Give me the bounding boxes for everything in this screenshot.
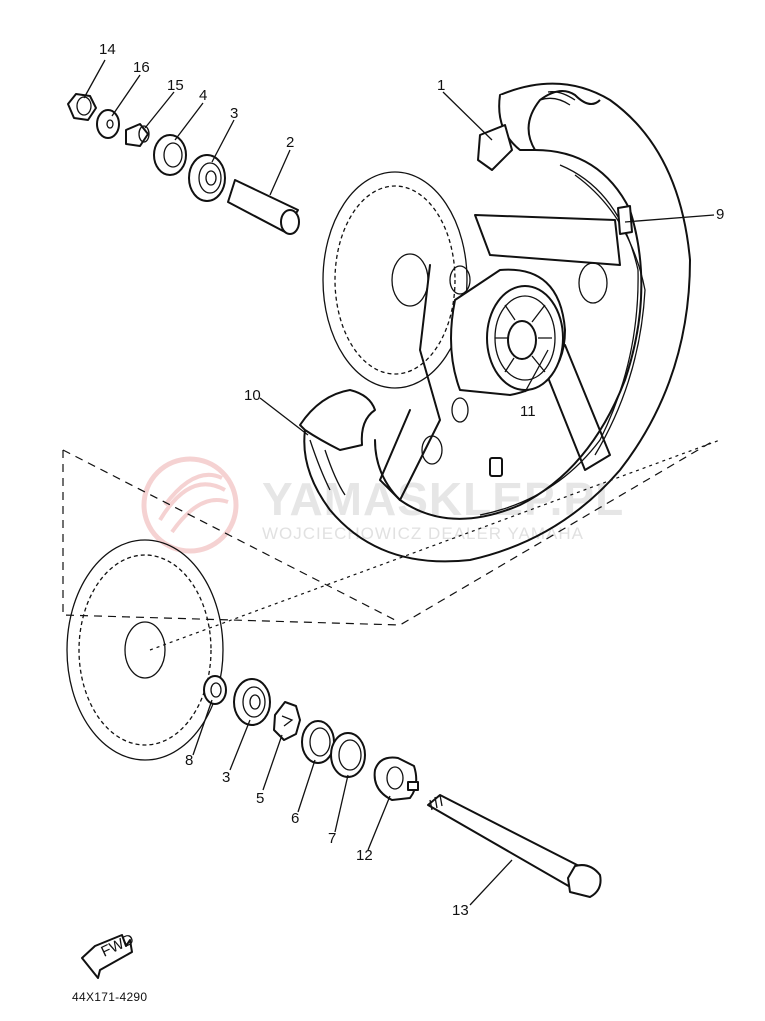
callout-14: 14	[99, 41, 116, 58]
callout-6: 6	[291, 810, 299, 827]
axle-center-line	[149, 439, 721, 651]
speedometer-gear-unit-12	[373, 756, 419, 801]
callout-9: 9	[716, 206, 724, 223]
collar-15	[125, 123, 150, 147]
spacer-2	[227, 179, 300, 235]
callout-1: 1	[437, 77, 445, 94]
spacer-8	[203, 675, 227, 705]
diagram-code: 44X171-4290	[72, 990, 148, 1004]
balance-weight-9	[617, 205, 633, 235]
leader-lines	[83, 59, 715, 906]
callout-16: 16	[133, 59, 150, 76]
callout-4: 4	[199, 87, 207, 104]
clutch-retainer-6	[301, 720, 335, 764]
callout-8: 8	[185, 752, 193, 769]
callout-3-lower: 3	[222, 769, 230, 786]
fwd-arrow-icon: FWD	[81, 931, 137, 979]
callout-15: 15	[167, 77, 184, 94]
callout-2: 2	[286, 134, 294, 151]
wheel-axle-13	[427, 794, 602, 898]
axle-nut-14	[67, 93, 97, 121]
bearing-3-upper	[188, 154, 226, 202]
lower-brake-disc	[66, 539, 224, 761]
bearing-3-lower	[233, 678, 271, 726]
callout-11: 11	[520, 403, 536, 420]
wheel-hub	[450, 268, 566, 396]
washer-16	[96, 109, 120, 139]
watermark-sub-text: WOJCIECHOWICZ DEALER YAMAHA	[262, 524, 585, 543]
callout-10: 10	[244, 387, 261, 404]
tire-section-1	[477, 124, 513, 171]
gear-unit-drive-5	[273, 701, 301, 741]
callout-13: 13	[452, 902, 469, 919]
cast-wheel	[299, 82, 691, 563]
callout-5: 5	[256, 790, 264, 807]
oil-seal-4	[153, 134, 187, 176]
watermark-logo	[141, 456, 239, 554]
callout-12: 12	[356, 847, 373, 864]
upper-brake-disc	[322, 171, 468, 389]
callout-3-upper: 3	[230, 105, 238, 122]
callout-7: 7	[328, 830, 336, 847]
assembly-dashed-line	[62, 449, 396, 621]
oil-seal-7	[330, 732, 366, 778]
